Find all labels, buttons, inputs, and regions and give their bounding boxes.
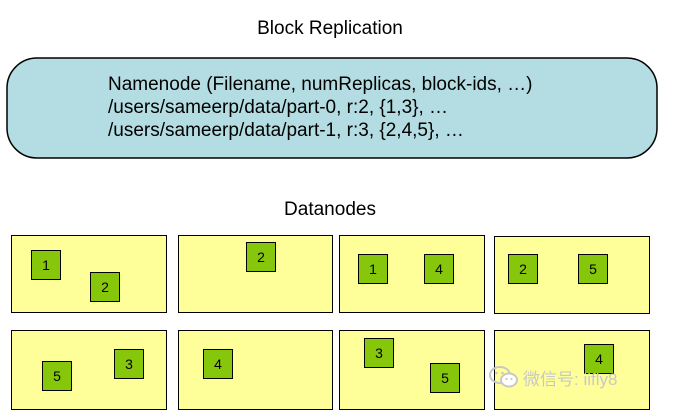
wechat-icon [489,366,518,388]
data-block: 4 [584,344,614,374]
namenode-header-line: Namenode (Filename, numReplicas, block-i… [108,74,533,95]
diagram-title: Block Replication [257,18,403,39]
data-block: 5 [430,363,460,393]
datanode: 1 2 [11,235,167,313]
namenode-box [6,57,658,159]
data-block: 2 [90,272,120,302]
datanode: 2 5 [494,236,650,314]
namenode-file-entry: /users/sameerp/data/part-1, r:3, {2,4,5}… [108,120,464,141]
datanode: 5 3 [11,330,167,410]
watermark-text: 微信号: iifly8 [523,369,618,389]
data-block: 2 [246,242,276,272]
data-block: 1 [31,250,61,280]
data-block: 4 [203,349,233,379]
data-block: 5 [42,361,72,391]
datanode: 2 [178,235,333,313]
data-block: 4 [424,254,454,284]
namenode-file-entry: /users/sameerp/data/part-0, r:2, {1,3}, … [108,97,449,118]
datanode: 4 [178,330,333,410]
datanode: 4 [494,330,650,410]
data-block: 2 [508,254,538,284]
data-block: 3 [364,338,394,368]
data-block: 3 [114,349,144,379]
data-block: 1 [358,254,388,284]
datanode: 1 4 [339,235,485,313]
datanodes-label: Datanodes [284,199,376,220]
datanode: 3 5 [339,330,485,410]
namenode-metadata: Namenode (Filename, numReplicas, block-i… [108,73,533,142]
data-block: 5 [578,254,608,284]
watermark: 微信号: iifly8 [489,362,617,392]
